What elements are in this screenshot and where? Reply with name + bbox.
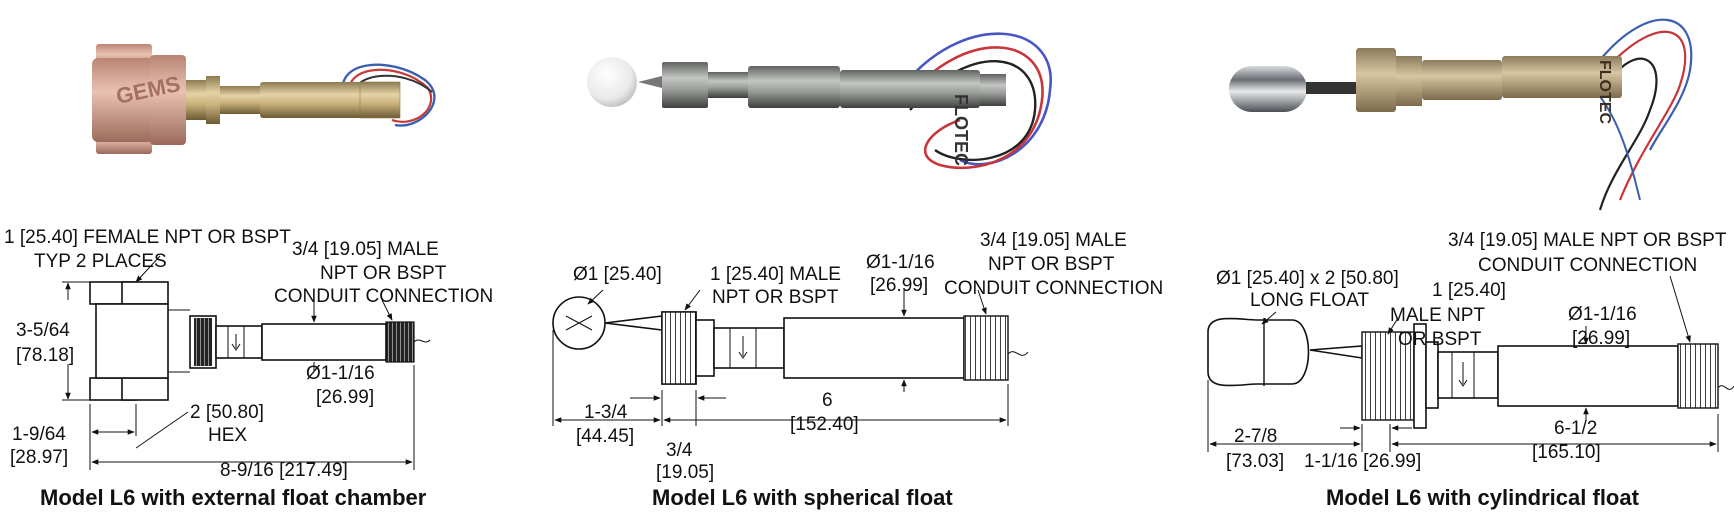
svg-text:FLOTEC: FLOTEC bbox=[951, 94, 971, 166]
dia-dim-label: Ø1-1/16 bbox=[306, 363, 375, 384]
body-length-label: 6 bbox=[822, 390, 833, 411]
thread-length-label: 1-1/16 [26.99] bbox=[1304, 451, 1421, 472]
drawing-external-chamber bbox=[62, 255, 431, 470]
dia-dim-metric: [26.99] bbox=[316, 387, 374, 408]
offset-dim-label: 1-9/64 bbox=[12, 424, 66, 445]
male-thread-label-3: OR BSPT bbox=[1398, 329, 1482, 350]
body-dia-label: Ø1-1/16 bbox=[866, 252, 935, 273]
float-length-metric: [44.45] bbox=[576, 426, 634, 447]
conduit-label-1: 3/4 [19.05] MALE bbox=[292, 239, 439, 260]
female-npt-label-2: TYP 2 PLACES bbox=[34, 251, 167, 272]
body-length-metric: [152.40] bbox=[790, 414, 859, 435]
male-thread-label-1: 1 [25.40] MALE bbox=[710, 264, 841, 285]
body-length-metric: [165.10] bbox=[1532, 442, 1601, 463]
float-size-label: Ø1 [25.40] x 2 [50.80] bbox=[1216, 268, 1399, 289]
male-thread-label-1: 1 [25.40] bbox=[1432, 280, 1506, 301]
product-photo-spherical-float: FLOTEC bbox=[587, 32, 1052, 170]
float-length-label: 2-7/8 bbox=[1234, 426, 1277, 447]
caption-spherical-float: Model L6 with spherical float bbox=[652, 485, 953, 510]
offset-dim-metric: [28.97] bbox=[10, 447, 68, 468]
float-dia-label: Ø1 [25.40] bbox=[573, 264, 662, 285]
drawing-spherical-float bbox=[552, 289, 1029, 426]
height-dim-metric: [78.18] bbox=[16, 345, 74, 366]
conduit-label-2: NPT OR BSPT bbox=[988, 254, 1115, 275]
product-photo-cylindrical-float: FLOTEC bbox=[1229, 18, 1693, 211]
conduit-label-2: CONDUIT CONNECTION bbox=[1478, 255, 1697, 276]
conduit-label-2: NPT OR BSPT bbox=[320, 263, 447, 284]
overall-length-label: 8-9/16 [217.49] bbox=[220, 460, 348, 481]
float-length-metric: [73.03] bbox=[1226, 451, 1284, 472]
height-dim-label: 3-5/64 bbox=[16, 320, 70, 341]
body-dia-metric: [26.99] bbox=[1572, 328, 1630, 349]
svg-text:FLOTEC: FLOTEC bbox=[1596, 60, 1613, 124]
thread-length-metric: [19.05] bbox=[656, 462, 714, 483]
product-photo-external-chamber: GEMS bbox=[92, 44, 436, 154]
conduit-label-1: 3/4 [19.05] MALE NPT OR BSPT bbox=[1448, 230, 1727, 251]
body-dia-metric: [26.99] bbox=[870, 275, 928, 296]
conduit-label-1: 3/4 [19.05] MALE bbox=[980, 230, 1127, 251]
body-dia-label: Ø1-1/16 bbox=[1568, 304, 1637, 325]
drawing-cylindrical-float bbox=[1207, 275, 1734, 452]
male-thread-label-2: NPT OR BSPT bbox=[712, 287, 839, 308]
float-size-label-2: LONG FLOAT bbox=[1250, 290, 1369, 311]
conduit-label-3: CONDUIT CONNECTION bbox=[274, 286, 493, 307]
hex-label: HEX bbox=[208, 425, 247, 446]
hex-dim-label: 2 [50.80] bbox=[190, 402, 264, 423]
thread-length-label: 3/4 bbox=[666, 440, 693, 461]
body-length-label: 6-1/2 bbox=[1554, 418, 1597, 439]
conduit-label-3: CONDUIT CONNECTION bbox=[944, 278, 1163, 299]
female-npt-label: 1 [25.40] FEMALE NPT OR BSPT bbox=[4, 227, 291, 248]
male-thread-label-2: MALE NPT bbox=[1390, 305, 1485, 326]
float-length-label: 1-3/4 bbox=[584, 402, 628, 423]
caption-external-chamber: Model L6 with external float chamber bbox=[40, 485, 427, 510]
caption-cylindrical-float: Model L6 with cylindrical float bbox=[1326, 485, 1640, 510]
